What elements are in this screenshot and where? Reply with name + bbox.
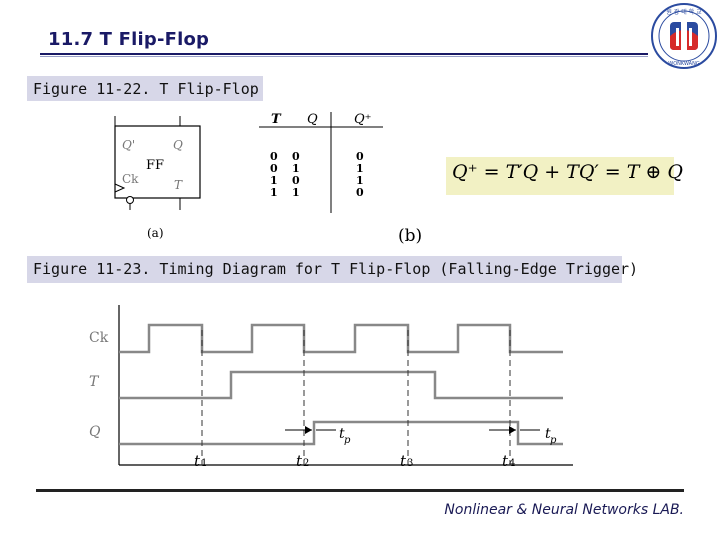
svg-text:원 광 대 학 교: 원 광 대 학 교 [666, 8, 702, 16]
time-label: t [296, 452, 303, 470]
truth-table-header-qplus: Q⁺ [354, 112, 372, 127]
time-label: t [400, 452, 407, 470]
ff-block-diagram [114, 116, 201, 210]
ff-sublabel-a: (a) [147, 226, 164, 240]
svg-text:WONKWANG: WONKWANG [668, 61, 700, 67]
time-label: t [194, 452, 201, 470]
slide-title: 11.7 T Flip-Flop [48, 29, 210, 50]
ff-block-label: FF [146, 158, 165, 173]
truth-table-cell: 0 [292, 174, 300, 187]
delay-label: t [339, 426, 345, 442]
truth-table-cell: 0 [292, 150, 300, 163]
truth-table-header-q: Q [307, 112, 318, 127]
ff-pin-t: T [174, 178, 183, 192]
figure-caption-timing: Figure 11-23. Timing Diagram for T Flip-… [27, 256, 638, 283]
delay-arrowhead [509, 426, 516, 434]
truth-table-cell: 0 [270, 162, 278, 175]
delay-subscript: p [550, 435, 557, 446]
truth-table-header-t: T [271, 112, 281, 127]
time-subscript: 2 [303, 458, 309, 469]
time-subscript: 3 [407, 458, 413, 469]
signal-label: Q [89, 424, 101, 440]
footer-divider [36, 489, 684, 492]
university-logo: 원 광 대 학 교 WONKWANG [651, 3, 717, 69]
equation-highlight [446, 157, 674, 195]
lab-name: Nonlinear & Neural Networks LAB. [444, 502, 684, 518]
title-divider [40, 53, 648, 55]
truth-table-sublabel-b: (b) [398, 226, 423, 246]
truth-table-cell: 1 [356, 174, 364, 187]
signal-label: T [89, 374, 100, 390]
time-subscript: 4 [509, 458, 515, 469]
delay-label: t [545, 426, 551, 442]
truth-table-cell: 1 [270, 186, 278, 199]
ff-pin-q: Q [173, 138, 183, 152]
truth-table [259, 112, 383, 213]
clock-waveform [119, 323, 563, 354]
truth-table-cell: 1 [270, 174, 278, 187]
truth-table-cell: 1 [356, 162, 364, 175]
truth-table-cell: 1 [292, 186, 300, 199]
characteristic-equation: Q⁺ = T′Q + TQ′ = T ⊕ Q [452, 161, 683, 183]
time-subscript: 1 [201, 458, 207, 469]
delay-arrowhead [305, 426, 312, 434]
q-waveform [119, 420, 563, 446]
figure-caption-t-flipflop: Figure 11-22. T Flip-Flop [27, 76, 263, 101]
truth-table-cell: 0 [270, 150, 278, 163]
ff-pin-q-prime: Q' [122, 138, 136, 152]
truth-table-cell: 0 [356, 186, 364, 199]
truth-table-cell: 1 [292, 162, 300, 175]
time-label: t [502, 452, 509, 470]
signal-label: Ck [89, 330, 109, 346]
delay-subscript: p [344, 435, 351, 446]
ff-pin-ck: Ck [122, 172, 139, 186]
t-waveform [119, 370, 563, 400]
title-divider-shadow [40, 56, 648, 57]
truth-table-cell: 0 [356, 150, 364, 163]
